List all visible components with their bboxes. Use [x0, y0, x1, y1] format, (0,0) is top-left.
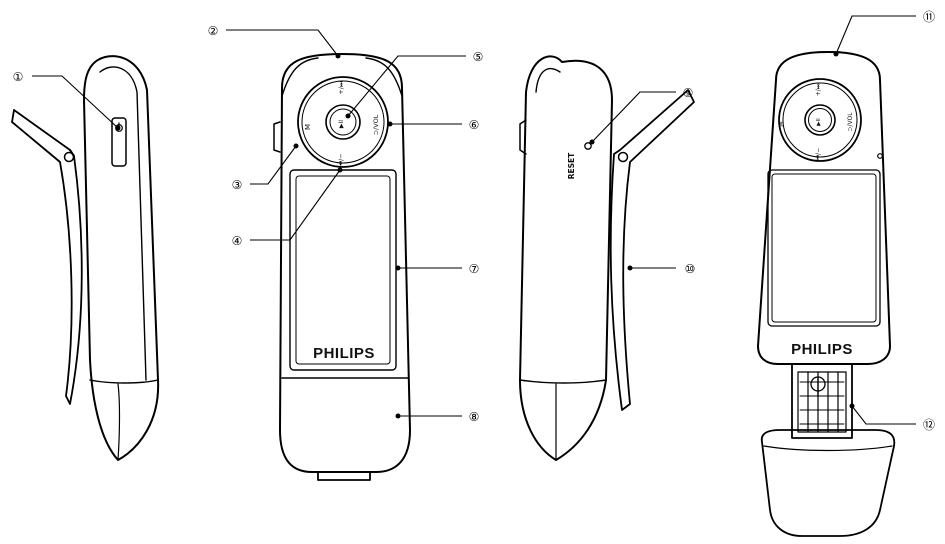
- leader-4: [250, 169, 341, 241]
- callout-4: ④: [232, 234, 243, 248]
- callout-3: ③: [232, 178, 243, 192]
- leader-12: [851, 405, 916, 425]
- next-label-usb: +/⏭: [815, 83, 822, 96]
- callout-11: ⑪: [923, 10, 935, 24]
- prev-label-usb: ⏮/−: [815, 148, 822, 160]
- callout-8: ⑧: [469, 410, 480, 424]
- side-view-right: [519, 55, 695, 461]
- leader-11: [835, 15, 916, 55]
- usb-connector: [791, 363, 853, 439]
- belt-clip-left: [11, 109, 83, 405]
- side-view-left: [11, 55, 160, 461]
- usb-cap: [760, 429, 896, 537]
- leader-9: [591, 91, 676, 143]
- reset-hole: [584, 142, 592, 150]
- callout-1: ①: [13, 70, 24, 84]
- callout-7: ⑦: [469, 262, 480, 276]
- belt-clip-right: [609, 89, 695, 411]
- callout-5: ⑤: [473, 50, 484, 64]
- reset-label: RESET: [567, 152, 576, 179]
- player-body-side-right: [519, 55, 613, 461]
- menu-label-usb: M: [777, 121, 785, 127]
- prev-label-front: ⏮/−: [337, 153, 345, 167]
- leader-5: [347, 55, 466, 117]
- brand-usb: PHILIPS: [791, 341, 853, 358]
- front-view: [273, 53, 411, 481]
- leader-1: [32, 75, 119, 129]
- power-button: [111, 117, 127, 167]
- play-label-front: ▶II: [338, 120, 345, 128]
- usb-view: [757, 51, 896, 537]
- vol-label-front: ⊃/VOL: [372, 114, 380, 135]
- callout-10: ⑩: [685, 262, 696, 276]
- player-body-front: [279, 53, 411, 473]
- callout-9: ⑨: [683, 86, 694, 100]
- callout-2: ②: [208, 24, 219, 38]
- callout-12: ⑫: [923, 418, 935, 432]
- next-label-front: +/⏭: [337, 81, 345, 95]
- player-body-usb: [757, 51, 891, 365]
- play-pause-button: [325, 104, 361, 140]
- play-label-usb: ▶II: [816, 118, 822, 126]
- callout-6: ⑥: [469, 118, 480, 132]
- brand-front: PHILIPS: [313, 345, 375, 362]
- menu-label-front: M: [304, 124, 312, 130]
- leader-2: [226, 29, 339, 57]
- control-wheel: [297, 76, 389, 168]
- display-panel: [289, 169, 397, 371]
- leader-3: [250, 145, 297, 185]
- vol-label-usb: ⊃/VOL: [847, 112, 854, 132]
- player-body-side-left: [83, 55, 160, 461]
